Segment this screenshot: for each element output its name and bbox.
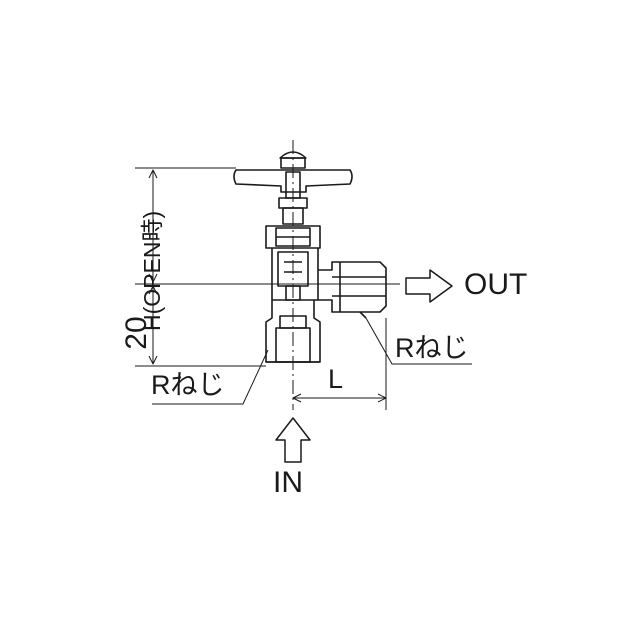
outlet-fitting	[318, 261, 387, 319]
thread-leaders	[152, 317, 472, 405]
inlet-label: IN	[273, 466, 303, 499]
thread-label-right: Rねじ	[395, 333, 469, 363]
out-arrow	[405, 269, 453, 303]
in-arrow	[275, 417, 311, 463]
outlet-label: OUT	[464, 268, 528, 301]
length-dimension	[292, 318, 387, 410]
valve-bonnet	[265, 207, 321, 301]
height-dimension	[135, 167, 266, 367]
valve-handle	[233, 151, 353, 209]
dimension-20-label: 20	[120, 316, 153, 350]
valve-body	[265, 300, 321, 363]
length-label: L	[328, 364, 344, 394]
thread-label-left: Rねじ	[151, 370, 225, 400]
